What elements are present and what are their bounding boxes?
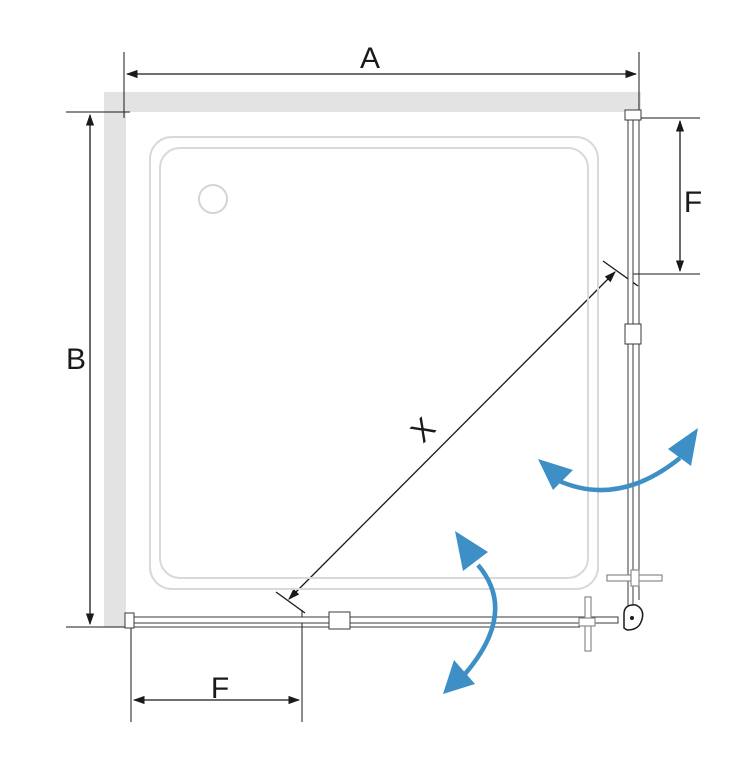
corner-hardware-icon xyxy=(578,569,663,652)
label-b: B xyxy=(66,343,86,376)
top-right-bracket xyxy=(624,109,642,121)
swing-arrow-right-icon xyxy=(538,428,698,493)
extension-lines xyxy=(66,52,700,722)
tray-inner xyxy=(159,147,589,579)
dimension-x-line xyxy=(288,271,616,600)
swing-arrow-bottom-icon xyxy=(443,531,498,694)
label-a: A xyxy=(360,42,380,75)
tray-outer xyxy=(149,136,599,590)
back-wall xyxy=(104,92,641,112)
label-x: X xyxy=(405,412,442,449)
right-glass-panel xyxy=(627,113,634,615)
label-f-bottom: F xyxy=(211,672,229,705)
bottom-door-handle-icon xyxy=(328,611,351,630)
hinge-pin-icon xyxy=(630,616,634,620)
bottom-glass-panel xyxy=(130,616,619,624)
diagonal-ticks xyxy=(275,260,639,614)
bottom-left-bracket xyxy=(124,612,135,629)
label-f-right: F xyxy=(684,186,702,219)
left-wall xyxy=(104,92,126,627)
right-door-handle-icon xyxy=(624,323,642,345)
drain-icon xyxy=(198,184,228,214)
